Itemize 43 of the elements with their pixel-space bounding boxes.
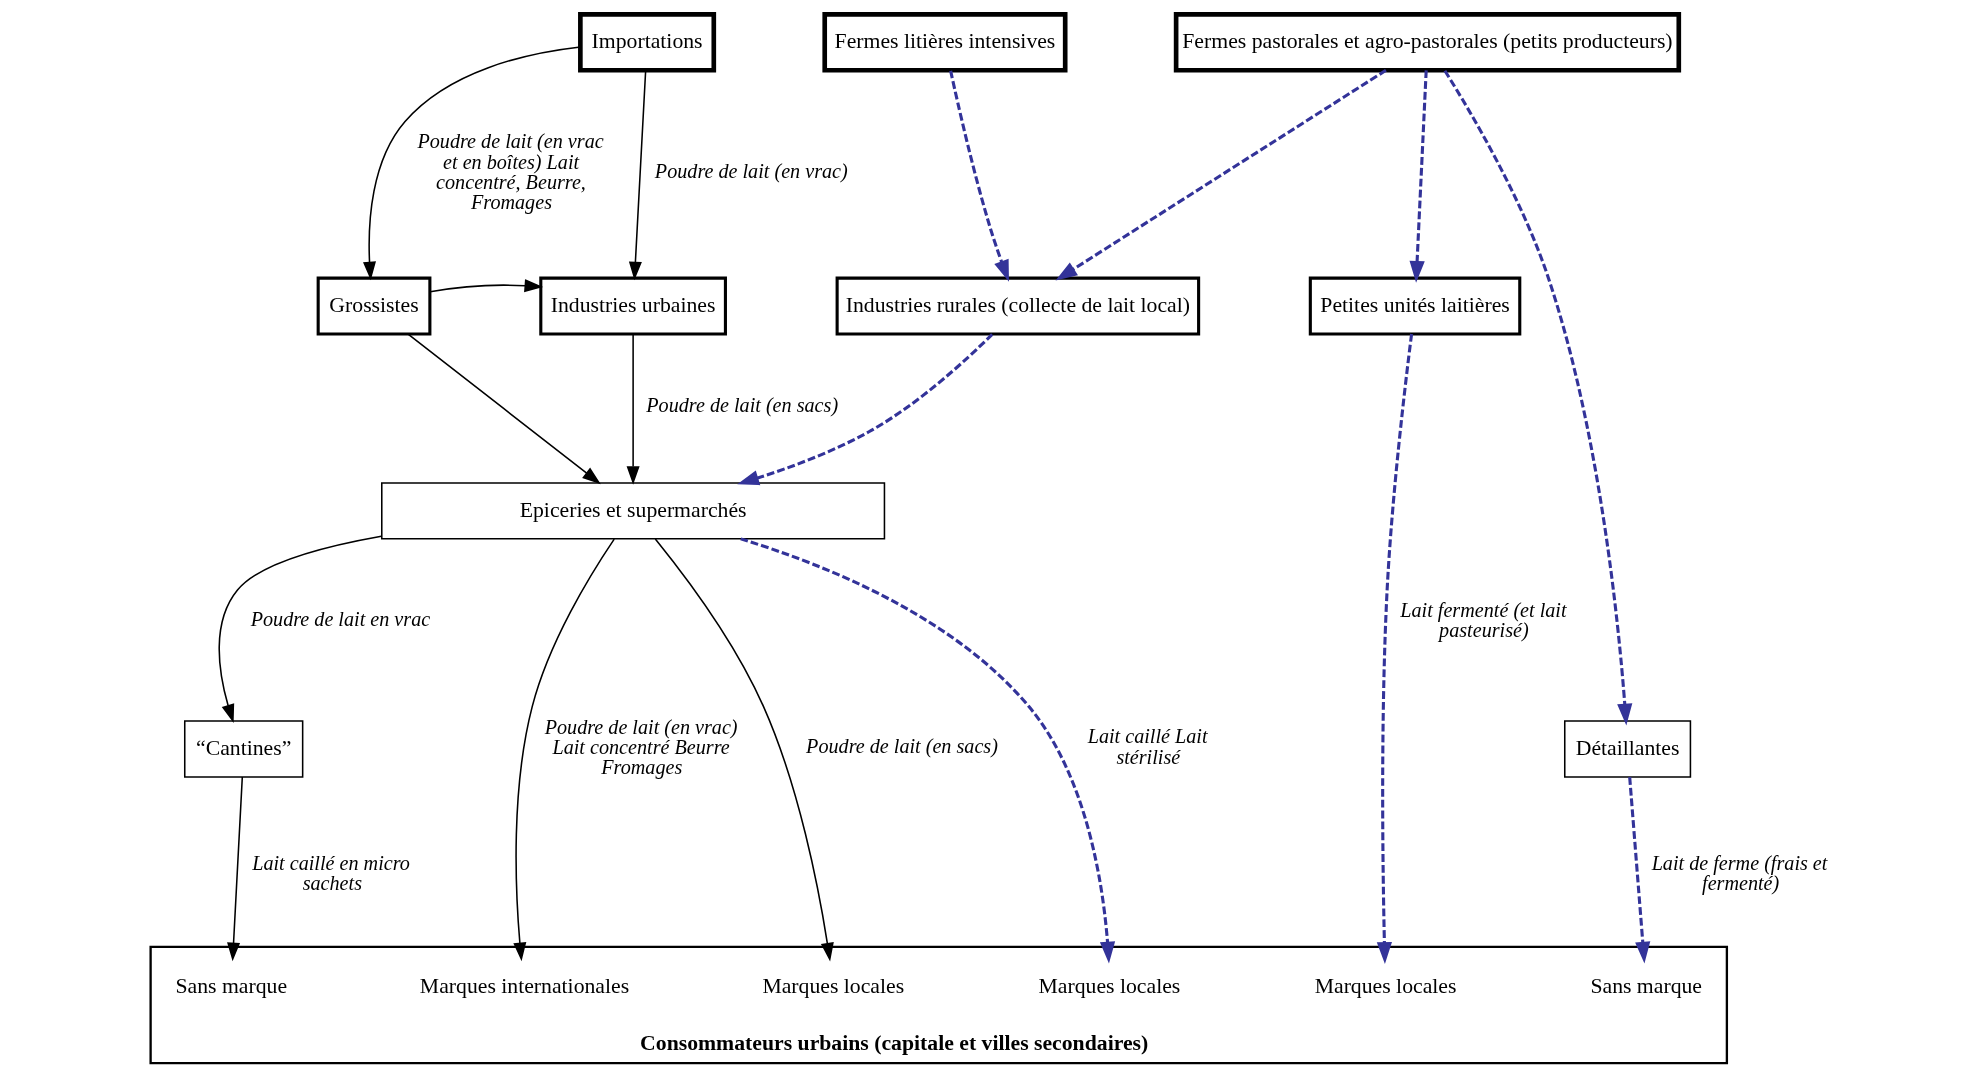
arrow xyxy=(739,537,1115,964)
node-text: Marques locales xyxy=(1038,973,1180,998)
node-box: Industries rurales (collecte de lait local) xyxy=(835,276,1200,336)
node-box: Grossistes xyxy=(316,276,431,336)
node-text: Sans marque xyxy=(175,973,287,998)
arrow xyxy=(628,69,646,281)
edge-label: Poudre de lait (en sacs) xyxy=(645,394,838,417)
node-box: Fermes pastorales et agro-pastorales (petits producteurs) xyxy=(1173,12,1681,73)
node-text: Marques locales xyxy=(1314,973,1456,998)
node-box: Fermes litières intensives xyxy=(821,12,1067,73)
node-box: Epiceries et supermarchés xyxy=(380,482,885,540)
arrow xyxy=(407,333,601,485)
node-text: Marques locales xyxy=(761,973,904,998)
arrow xyxy=(1409,70,1428,283)
arrow xyxy=(1376,333,1413,964)
arrow xyxy=(226,776,243,962)
edge-label: Poudre de lait (en vrac) Lait concentré Beurre Fromages xyxy=(544,716,738,779)
edge-label: Lait caillé en micro sachets xyxy=(251,851,410,895)
arrow xyxy=(1443,69,1632,726)
edge-label: Lait caillé Lait stérilisé xyxy=(1087,725,1208,768)
node-box: Petites unités laitières xyxy=(1308,276,1521,336)
edge-label: Lait fermenté (et lait pasteurisé) xyxy=(1399,598,1567,642)
node-box: “Cantines” xyxy=(183,720,303,778)
arrow xyxy=(217,535,382,723)
arrow xyxy=(654,538,834,962)
arrow xyxy=(428,279,543,293)
arrow xyxy=(362,46,581,281)
arrow xyxy=(948,70,1009,282)
node-box: Détaillantes xyxy=(1563,720,1691,778)
edge-label: Lait de ferme (frais et fermenté) xyxy=(1651,851,1827,895)
node-box: Industries urbaines xyxy=(538,276,727,336)
edge-label: Poudre de lait (en vrac) xyxy=(654,159,848,182)
arrow xyxy=(736,333,993,486)
arrow xyxy=(1055,69,1387,281)
edge-label: Poudre de lait (en sacs) xyxy=(805,734,998,757)
node-text: Sans marque xyxy=(1589,973,1702,998)
arrow xyxy=(512,538,615,962)
node-box: Importations xyxy=(577,12,716,73)
edge-label: Poudre de lait (en vrac et en boîtes) Lait concentré, Beurre, Fromages xyxy=(416,130,604,213)
arrow xyxy=(626,333,640,485)
edge-label: Poudre de lait en vrac xyxy=(250,608,430,631)
arrow xyxy=(1627,776,1650,964)
node-text: Marques internationales xyxy=(419,973,629,998)
